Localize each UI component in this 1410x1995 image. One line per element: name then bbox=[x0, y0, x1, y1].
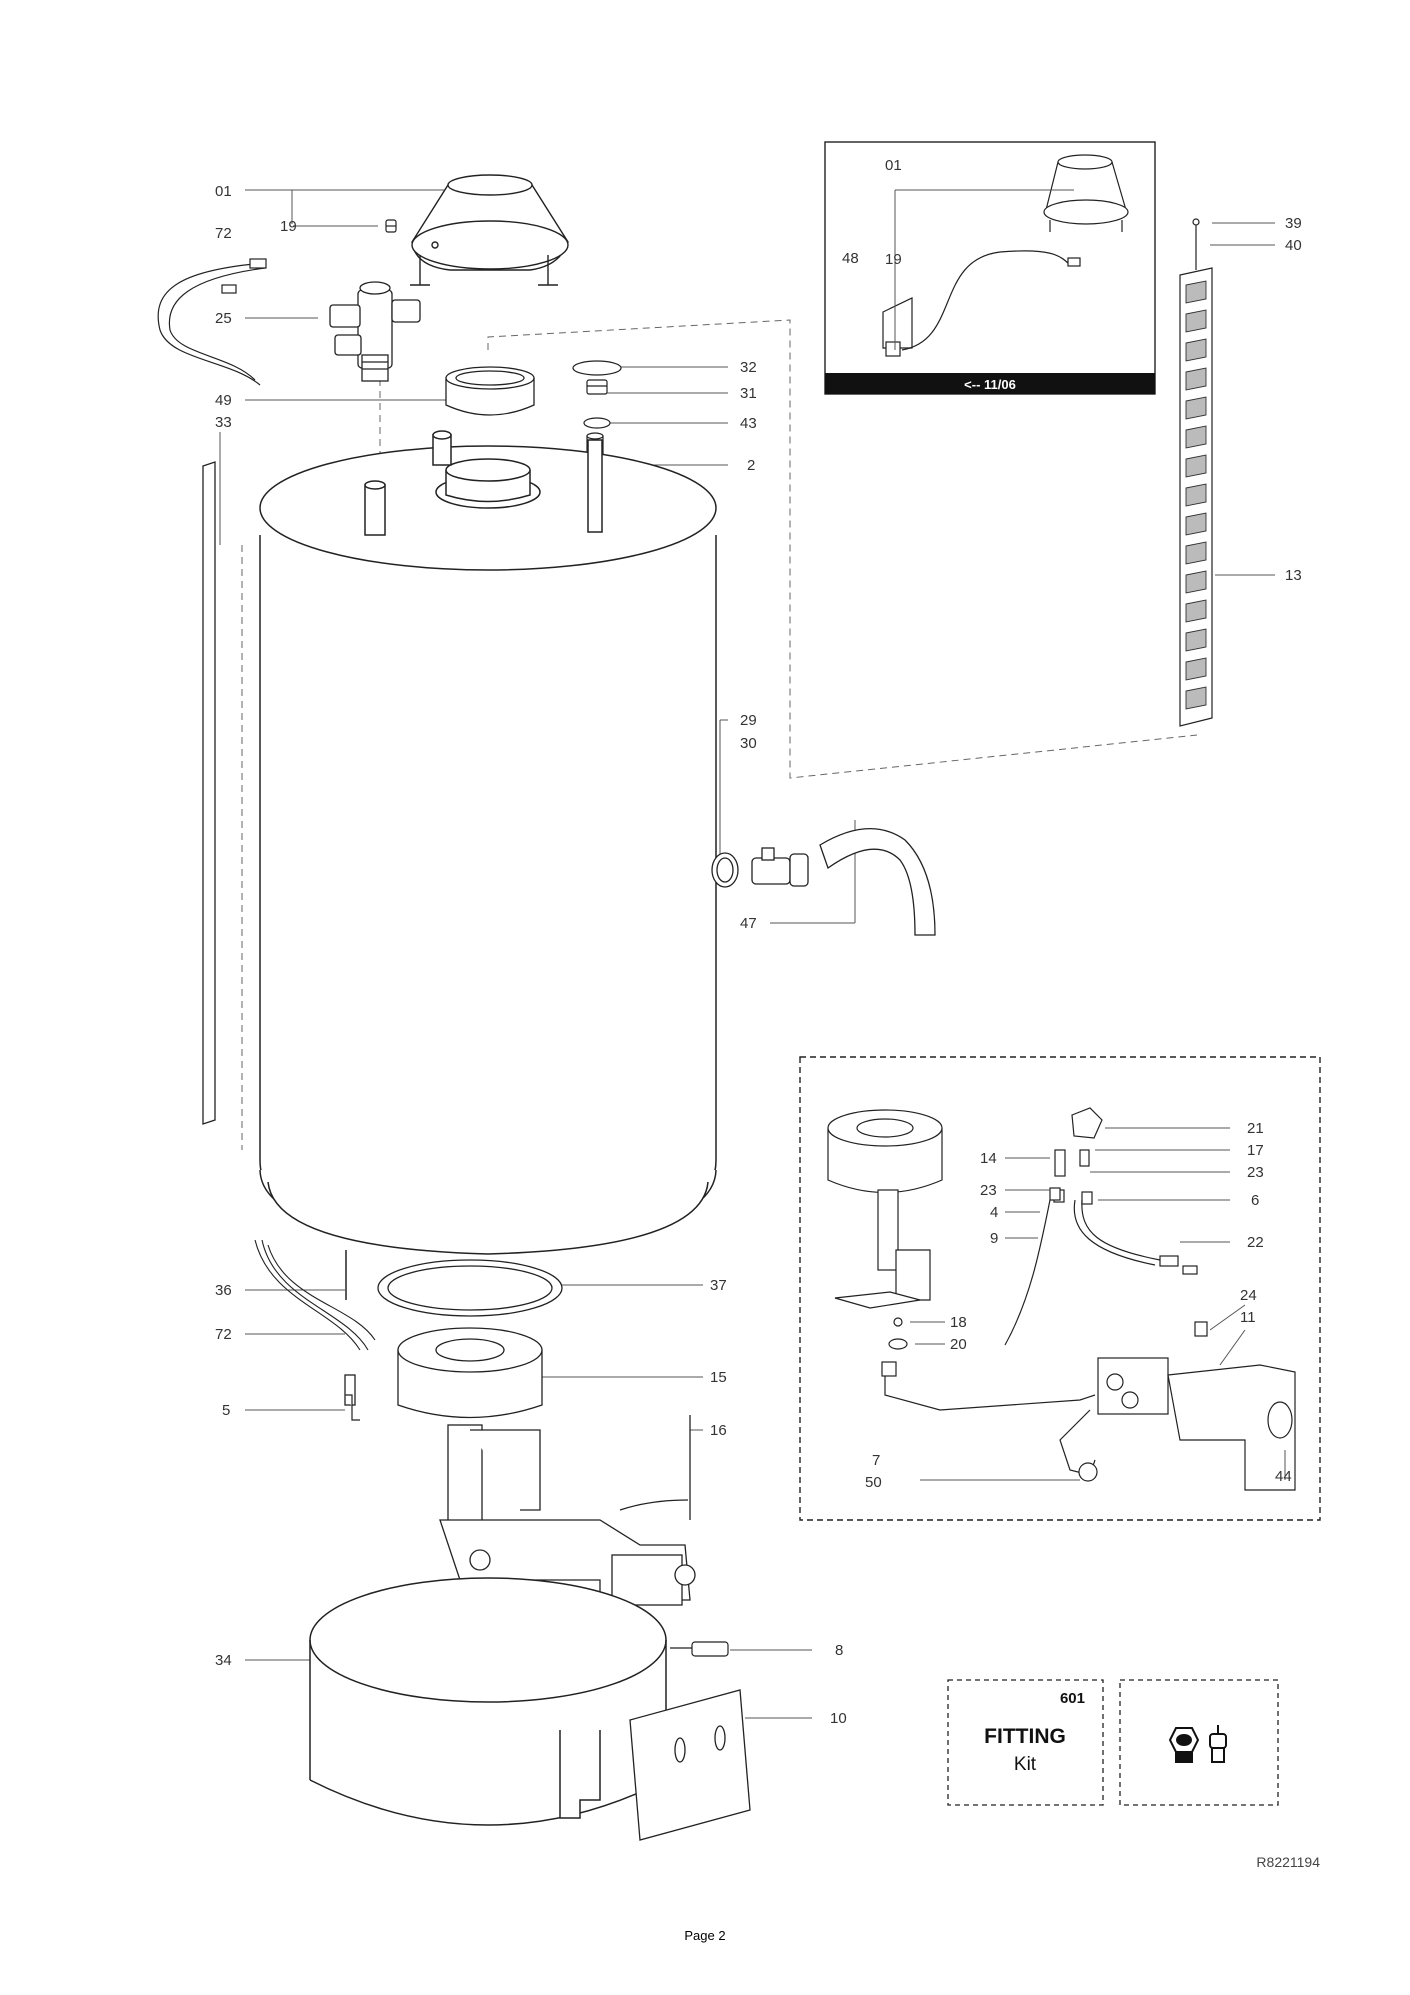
anode-tab bbox=[1185, 628, 1207, 652]
anode-tab bbox=[1185, 396, 1207, 420]
inset-label-24: 24 bbox=[1240, 1287, 1257, 1304]
inset-label-50: 50 bbox=[865, 1474, 882, 1491]
screw-part bbox=[385, 219, 397, 233]
inset-label-20: 20 bbox=[950, 1336, 967, 1353]
burner-ring-part bbox=[377, 1259, 563, 1419]
anode-tab bbox=[1185, 686, 1207, 710]
lower-wires-part bbox=[254, 1239, 376, 1351]
inset-label-48: 48 bbox=[842, 250, 859, 267]
label-39: 39 bbox=[1285, 215, 1302, 232]
anode-tab bbox=[1185, 454, 1207, 478]
inset-label-19b: 19 bbox=[885, 251, 902, 268]
kit-title: FITTING bbox=[984, 1725, 1066, 1748]
label-8: 8 bbox=[835, 1642, 843, 1659]
inset-label-4: 4 bbox=[990, 1204, 998, 1221]
inset-label-18: 18 bbox=[950, 1314, 967, 1331]
inset-revision-bar-text: <-- 11/06 bbox=[964, 377, 1016, 392]
label-40: 40 bbox=[1285, 237, 1302, 254]
burner-door-part bbox=[629, 1689, 751, 1841]
inset-label-23-right: 23 bbox=[1247, 1164, 1264, 1181]
anode-tab bbox=[1185, 599, 1207, 623]
anode-tab bbox=[1185, 338, 1207, 362]
inset-label-44: 44 bbox=[1275, 1468, 1292, 1485]
label-37: 37 bbox=[710, 1277, 727, 1294]
label-30: 30 bbox=[740, 735, 757, 752]
label-10: 10 bbox=[830, 1710, 847, 1727]
clip-part bbox=[345, 1394, 360, 1421]
anode-tab bbox=[1185, 280, 1207, 304]
label-49: 49 bbox=[215, 392, 232, 409]
label-01: 01 bbox=[215, 183, 232, 200]
label-31: 31 bbox=[740, 385, 757, 402]
inset-label-23-left: 23 bbox=[980, 1182, 997, 1199]
anode-tab bbox=[1185, 570, 1207, 594]
inset-label-01: 01 bbox=[885, 157, 902, 174]
anode-tab bbox=[1185, 512, 1207, 536]
label-5: 5 bbox=[222, 1402, 230, 1419]
label-33: 33 bbox=[215, 414, 232, 431]
label-32: 32 bbox=[740, 359, 757, 376]
anode-tab bbox=[1185, 367, 1207, 391]
anode-tab bbox=[1185, 657, 1207, 681]
inset-label-7: 7 bbox=[872, 1452, 880, 1469]
mixing-valve-part bbox=[329, 281, 421, 382]
label-47: 47 bbox=[740, 915, 757, 932]
kit-number: 601 bbox=[1060, 1690, 1085, 1707]
anode-tab bbox=[1185, 309, 1207, 333]
label-15: 15 bbox=[710, 1369, 727, 1386]
label-43: 43 bbox=[740, 415, 757, 432]
inset-label-21: 21 bbox=[1247, 1120, 1264, 1137]
water-tank-body bbox=[259, 430, 717, 1300]
igniter-part bbox=[670, 1641, 729, 1657]
flue-baffle-part bbox=[202, 461, 216, 1125]
page-number: Page 2 bbox=[684, 1928, 725, 1943]
kit-subtitle: Kit bbox=[1014, 1754, 1037, 1775]
label-25: 25 bbox=[215, 310, 232, 327]
anode-tab bbox=[1185, 425, 1207, 449]
inset-label-11: 11 bbox=[1240, 1309, 1256, 1326]
label-2: 2 bbox=[747, 457, 755, 474]
label-72-top: 72 bbox=[215, 225, 232, 242]
label-13: 13 bbox=[1285, 567, 1302, 584]
kit-fittings-icon bbox=[1168, 1725, 1227, 1763]
top-inset-box bbox=[824, 141, 1156, 395]
inset-label-6: 6 bbox=[1251, 1192, 1259, 1209]
label-19: 19 bbox=[280, 218, 297, 235]
anode-tab bbox=[1185, 483, 1207, 507]
inset-label-22: 22 bbox=[1247, 1234, 1264, 1251]
base-skirt-part bbox=[309, 1577, 667, 1826]
inset-label-14: 14 bbox=[980, 1150, 997, 1167]
fitting-kit-box bbox=[947, 1679, 1279, 1806]
drawing-reference: R8221194 bbox=[1256, 1854, 1320, 1870]
burner-inset-box bbox=[799, 1056, 1321, 1521]
anode-tabs bbox=[1185, 280, 1207, 710]
assembly-dashed-lines bbox=[241, 319, 1198, 1150]
label-36: 36 bbox=[215, 1282, 232, 1299]
thermocouple-wire-part bbox=[157, 258, 267, 386]
label-72-bottom: 72 bbox=[215, 1326, 232, 1343]
flue-collar-part bbox=[445, 366, 535, 416]
inset-label-17: 17 bbox=[1247, 1142, 1264, 1159]
anode-tab bbox=[1185, 541, 1207, 565]
label-16: 16 bbox=[710, 1422, 727, 1439]
flue-hood-part bbox=[410, 174, 569, 286]
drain-valve-part bbox=[711, 828, 936, 936]
inset-label-9: 9 bbox=[990, 1230, 998, 1247]
label-34: 34 bbox=[215, 1652, 232, 1669]
label-29: 29 bbox=[740, 712, 757, 729]
